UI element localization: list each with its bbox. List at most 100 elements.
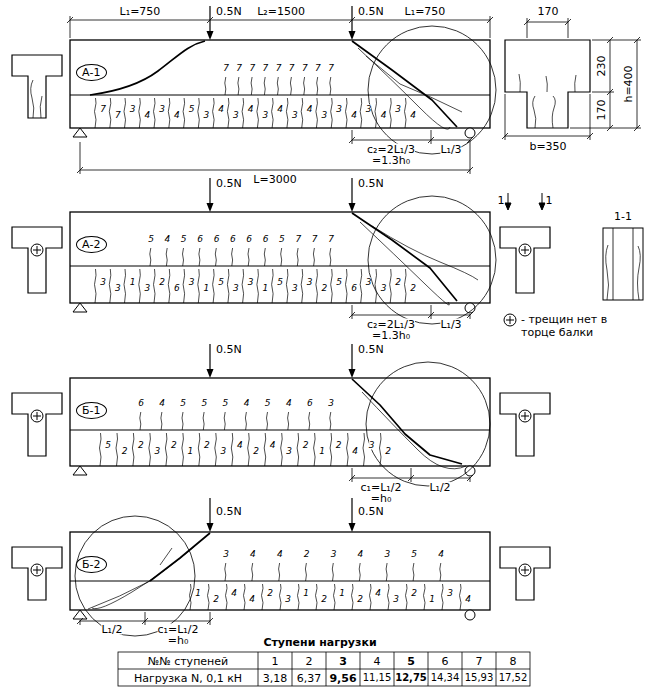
dimension-label: L=3000: [253, 174, 296, 185]
crack-line: [166, 248, 167, 266]
crack-number: 2: [253, 447, 259, 456]
crack-line: [213, 98, 215, 128]
zone-label: =h₀: [371, 493, 392, 504]
crack-number: 4: [277, 550, 283, 559]
crack-number: 4: [465, 594, 471, 603]
crack-branch: [358, 48, 450, 129]
crack-branch: [88, 581, 150, 609]
crack-number: 7: [100, 104, 106, 113]
section-1-1: [603, 228, 643, 300]
crack-number: 3: [203, 110, 209, 119]
legend-text: - трещин нет в торце балки: [521, 313, 611, 339]
table-cell: 15,93: [465, 673, 494, 683]
beam-label: Б-1: [76, 402, 107, 419]
crack-number: 2: [322, 283, 328, 292]
crack-line: [313, 248, 314, 266]
crack-number: 4: [286, 399, 292, 408]
no-crack-symbol: [506, 316, 514, 324]
pin-support: [73, 610, 87, 619]
crack-number: 7: [223, 64, 229, 73]
table-cell: 11,15: [363, 673, 392, 683]
crack-line: [331, 269, 333, 303]
dimension-label: L₂=1500: [257, 6, 305, 17]
zone-label: L₁/2: [101, 624, 122, 635]
shear-crack: [352, 41, 457, 127]
crack-line: [440, 563, 441, 581]
crack-number: 2: [304, 550, 310, 559]
crack-line: [100, 433, 102, 466]
crack-number: 5: [411, 550, 417, 559]
crack-line: [288, 412, 289, 430]
load-arrow: [351, 498, 352, 526]
cross-section: [519, 74, 576, 128]
crack-line: [375, 98, 377, 128]
crack-number: 4: [244, 399, 250, 408]
crack-number: 5: [336, 277, 342, 286]
crack-number: 6: [307, 399, 313, 408]
crack-line: [224, 412, 225, 430]
crack-number: 6: [214, 235, 220, 244]
crack-line: [232, 248, 233, 266]
crack-line: [168, 269, 170, 303]
crack-number: 4: [218, 104, 224, 113]
crack-line: [405, 98, 407, 128]
crack-number: 2: [303, 441, 309, 450]
dimension-line: [524, 18, 571, 38]
load-arrow: [209, 178, 210, 206]
crack-number: 2: [385, 447, 391, 456]
crack-line: [352, 584, 354, 610]
crack-number: 4: [270, 441, 276, 450]
dimension-label: b=350: [529, 141, 566, 152]
load-arrowhead: [349, 369, 356, 378]
crack-number: 2: [159, 277, 165, 286]
section-mark: 1: [546, 195, 553, 206]
flange-line: [70, 581, 490, 582]
section-cut-mark: [508, 193, 542, 204]
section-mark: 1: [498, 195, 505, 206]
crack-number: 3: [189, 277, 195, 286]
beam-outline: [70, 532, 490, 610]
zone-circle: [75, 26, 496, 636]
load-arrowhead: [207, 203, 214, 212]
crack-branch: [362, 392, 466, 469]
zone-circle: [366, 362, 490, 486]
crack-number: 4: [375, 588, 381, 597]
crack-line: [190, 584, 192, 610]
crack-line: [161, 412, 162, 430]
crack-number: 4: [237, 441, 243, 450]
crack-line: [198, 98, 200, 128]
crack-line: [406, 584, 408, 610]
crack-branch: [88, 48, 478, 609]
crack-line: [360, 269, 362, 303]
crack-line: [149, 433, 151, 466]
no-crack-symbol: [31, 410, 43, 422]
crack-number: 7: [328, 235, 334, 244]
crack-number: 3: [130, 104, 136, 113]
crack-number: 4: [249, 594, 255, 603]
crack-number: 3: [155, 447, 161, 456]
crack-number: 7: [289, 64, 295, 73]
beam-outline: [70, 378, 490, 466]
dimension-label: L₁=750: [405, 6, 446, 17]
crack-number: 4: [277, 104, 283, 113]
cross-section: [505, 40, 590, 128]
load-arrowhead: [349, 203, 356, 212]
crack-number: 3: [248, 277, 254, 286]
zone-circle: [368, 26, 496, 154]
crack-line: [267, 412, 268, 430]
crack-line: [309, 412, 310, 430]
crack-branch: [92, 545, 196, 609]
crack-number: 6: [197, 235, 203, 244]
crack-number: 1: [195, 588, 201, 597]
crack-number: 1: [429, 594, 435, 603]
load-arrow: [209, 344, 210, 372]
cross-section: [12, 393, 62, 456]
zone-label: L₁/3: [440, 144, 461, 155]
cross-section: [500, 227, 550, 293]
crack-line: [330, 412, 331, 430]
table-cell: 12,75: [395, 673, 427, 683]
crack-number: 3: [328, 399, 334, 408]
no-crack-symbol: [33, 566, 41, 574]
section-cut-mark: [505, 193, 545, 210]
